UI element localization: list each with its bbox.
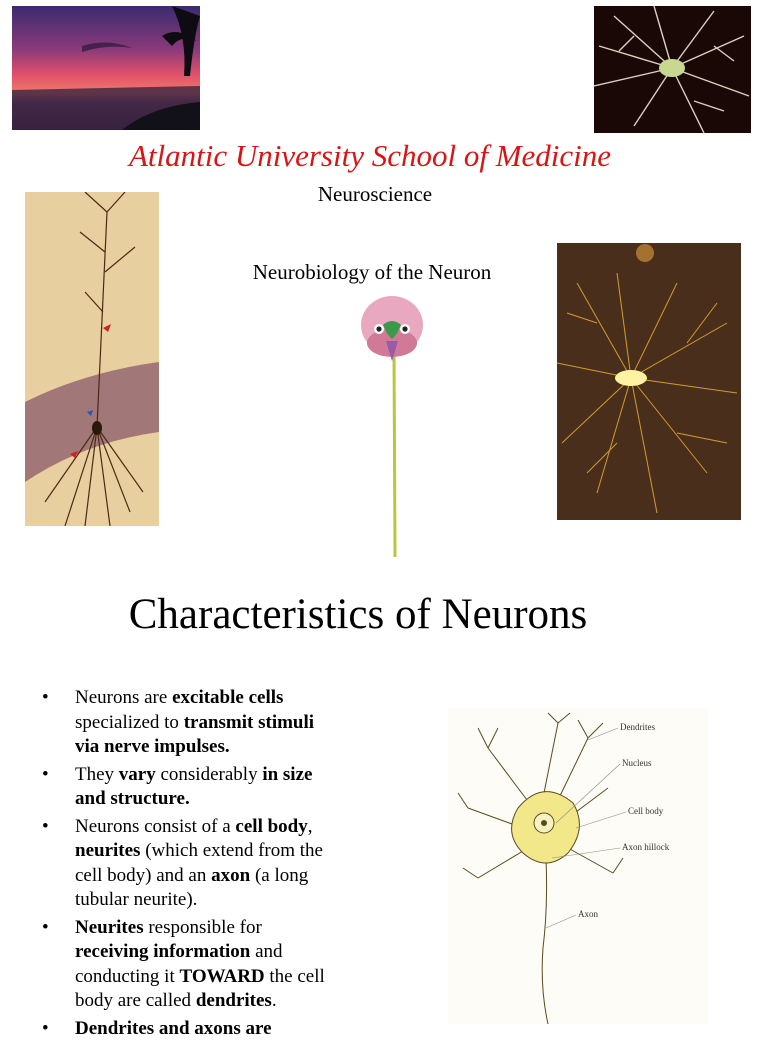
section-heading: Characteristics of Neurons bbox=[128, 591, 588, 638]
characteristics-list: Neurons are excitable cells specialized … bbox=[40, 686, 340, 1044]
bullet-item: Neurites responsible for receiving infor… bbox=[40, 916, 340, 1014]
neuron-diagram: Dendrites Nucleus Cell body Axon hillock… bbox=[448, 708, 708, 1024]
neuron-photo-top bbox=[594, 6, 751, 133]
brain-model-illustration bbox=[355, 295, 433, 560]
label-dendrites: Dendrites bbox=[620, 722, 655, 732]
school-title: Atlantic University School of Medicine bbox=[128, 138, 612, 173]
label-nucleus: Nucleus bbox=[622, 758, 652, 768]
label-axon: Axon bbox=[578, 909, 598, 919]
glowing-neuron-photo bbox=[557, 243, 741, 520]
bullet-item: Dendrites and axons are bbox=[40, 1017, 340, 1042]
label-axon-hillock: Axon hillock bbox=[622, 842, 670, 852]
label-cell-body: Cell body bbox=[628, 806, 664, 816]
lecture-title: Neurobiology of the Neuron bbox=[252, 260, 492, 284]
sunset-photo bbox=[12, 6, 200, 130]
department-label: Neuroscience bbox=[317, 182, 433, 206]
bullet-item: They vary considerably in size and struc… bbox=[40, 763, 340, 812]
stained-neuron-photo bbox=[25, 192, 159, 526]
bullet-item: Neurons are excitable cells specialized … bbox=[40, 686, 340, 760]
bullet-item: Neurons consist of a cell body, neurites… bbox=[40, 815, 340, 913]
